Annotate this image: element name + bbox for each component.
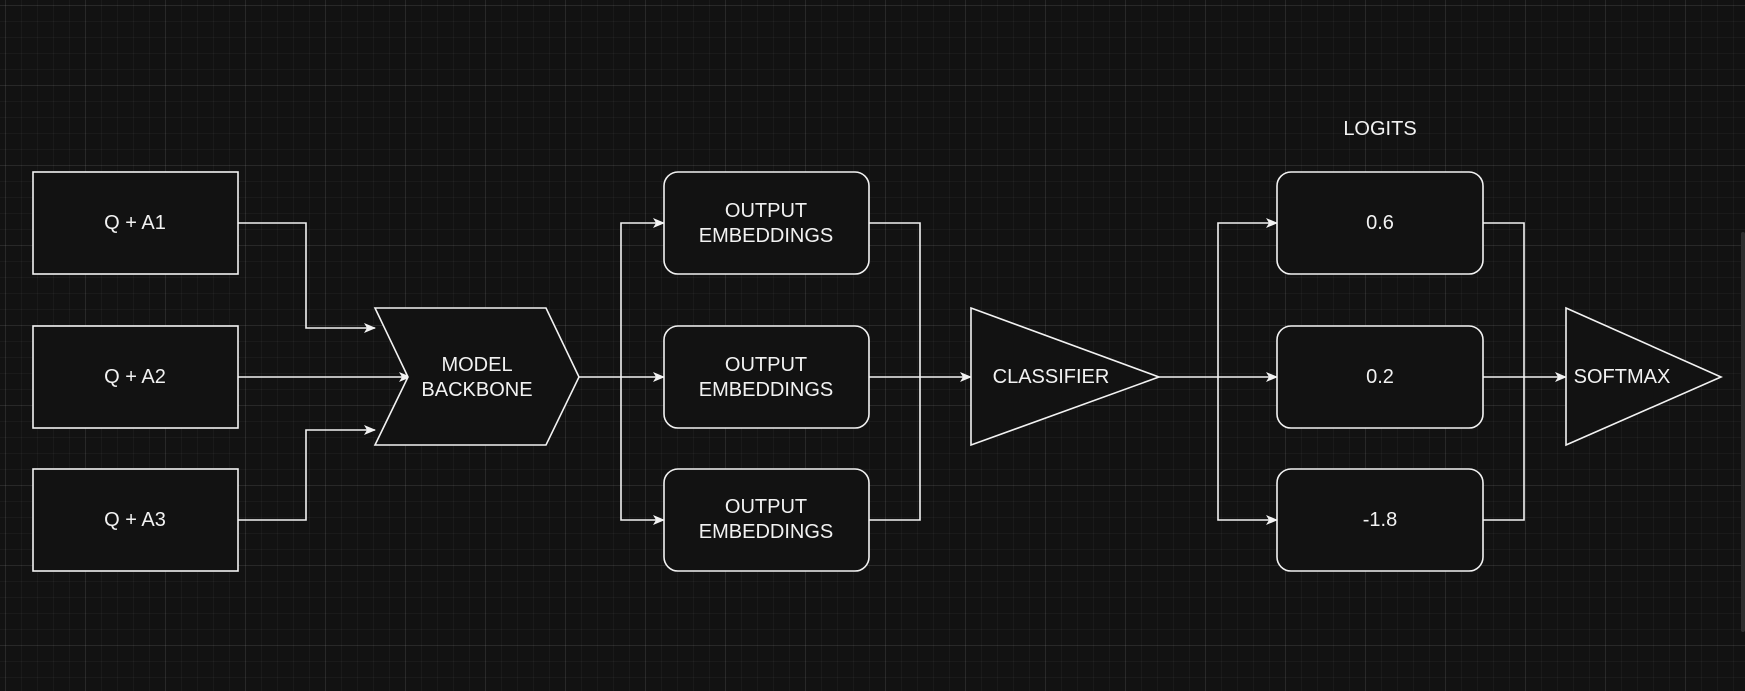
model-backbone-node[interactable]: MODEL BACKBONE: [373, 307, 580, 446]
logit-3-value: -1.8: [1363, 509, 1397, 531]
classifier-node[interactable]: CLASSIFIER: [970, 306, 1162, 447]
output-embeddings-2-shape: [663, 325, 870, 429]
edge-backbone-embeddings3: [620, 377, 665, 525]
output-embeddings-1-label-line2: EMBEDDINGS: [699, 225, 833, 247]
input-box-1-shape: [32, 171, 239, 275]
input-box-3-label: Q + A3: [104, 509, 166, 531]
logit-1-value: 0.6: [1366, 212, 1394, 234]
logit-1-shape: [1276, 171, 1484, 275]
logits-title: LOGITS: [1343, 118, 1416, 140]
edge-logit3-softmax: [1483, 377, 1525, 521]
logit-3-shape: [1276, 468, 1484, 572]
logit-node-1[interactable]: 0.6: [1276, 171, 1484, 275]
logit-node-3[interactable]: -1.8: [1276, 468, 1484, 572]
input-box-3-shape: [32, 468, 239, 572]
logit-node-2[interactable]: 0.2: [1276, 325, 1484, 429]
classifier-shape: [970, 306, 1162, 447]
softmax-node[interactable]: SOFTMAX: [1565, 306, 1723, 447]
input-box-1[interactable]: Q + A1: [32, 171, 239, 275]
output-embeddings-1-label-line1: OUTPUT: [725, 200, 807, 222]
output-embeddings-2-label-line1: OUTPUT: [725, 354, 807, 376]
edge-backbone-embeddings1: [620, 218, 665, 377]
classifier-label: CLASSIFIER: [993, 366, 1110, 388]
model-backbone-label-line2: BACKBONE: [421, 379, 532, 401]
edges: [238, 218, 1567, 525]
output-embeddings-node-3[interactable]: OUTPUT EMBEDDINGS: [663, 468, 870, 572]
output-embeddings-3-shape: [663, 468, 870, 572]
edge-classifier-logit1: [1217, 218, 1278, 377]
output-embeddings-3-label-line2: EMBEDDINGS: [699, 521, 833, 543]
input-box-3[interactable]: Q + A3: [32, 468, 239, 572]
softmax-shape: [1565, 306, 1723, 447]
input-box-2-shape: [32, 325, 239, 429]
logit-2-value: 0.2: [1366, 366, 1394, 388]
logit-2-shape: [1276, 325, 1484, 429]
edge-embeddings1-classifier: [869, 222, 921, 377]
edge-input3-backbone: [238, 425, 376, 521]
edge-classifier-logit3: [1217, 377, 1278, 525]
edge-logit1-softmax: [1483, 222, 1525, 377]
vertical-scrollbar[interactable]: [1741, 232, 1745, 632]
edge-input1-backbone: [238, 222, 376, 333]
output-embeddings-2-label-line2: EMBEDDINGS: [699, 379, 833, 401]
output-embeddings-node-2[interactable]: OUTPUT EMBEDDINGS: [663, 325, 870, 429]
input-box-2[interactable]: Q + A2: [32, 325, 239, 429]
softmax-label: SOFTMAX: [1574, 366, 1671, 388]
input-box-1-label: Q + A1: [104, 212, 166, 234]
output-embeddings-node-1[interactable]: OUTPUT EMBEDDINGS: [663, 171, 870, 275]
model-backbone-label-line1: MODEL: [441, 354, 512, 376]
edge-embeddings3-classifier: [869, 377, 921, 521]
output-embeddings-3-label-line1: OUTPUT: [725, 496, 807, 518]
input-box-2-label: Q + A2: [104, 366, 166, 388]
model-backbone-shape: [373, 307, 580, 446]
output-embeddings-1-shape: [663, 171, 870, 275]
